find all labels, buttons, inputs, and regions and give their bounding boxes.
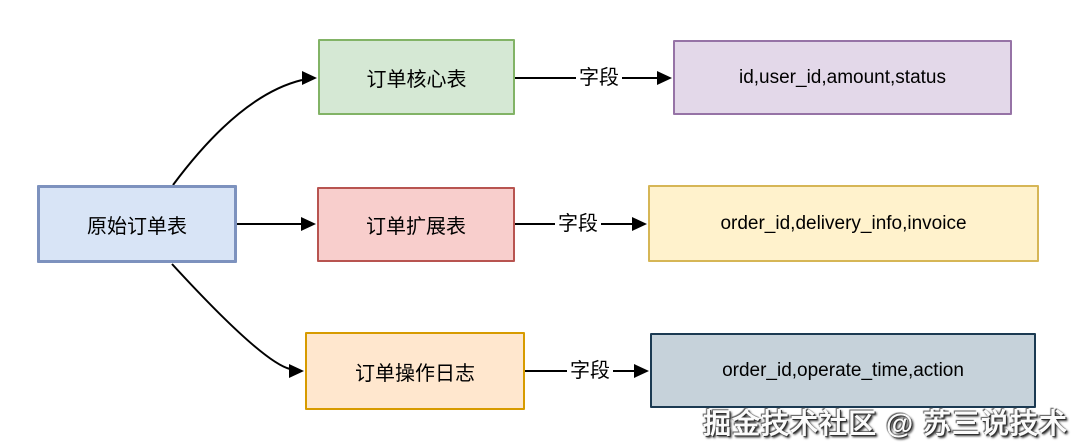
node-label: order_id,delivery_info,invoice xyxy=(720,212,967,234)
node-log-fields: order_id,operate_time,action xyxy=(650,333,1036,408)
node-original-order-table: 原始订单表 xyxy=(37,185,237,263)
node-order-operation-log: 订单操作日志 xyxy=(305,332,525,410)
arrowhead-log-fields xyxy=(634,364,649,378)
node-extension-fields: order_id,delivery_info,invoice xyxy=(648,185,1039,262)
arrowhead-extension-fields xyxy=(632,217,647,231)
edge-label-fields-1: 字段 xyxy=(555,212,601,236)
arrowhead-core xyxy=(302,71,317,85)
node-label: id,user_id,amount,status xyxy=(738,66,946,88)
node-label: 原始订单表 xyxy=(87,215,187,238)
edge-label-fields-2: 字段 xyxy=(567,359,613,383)
watermark-text: 掘金技术社区 @ 苏三说技术 xyxy=(703,408,1068,439)
node-order-extension-table: 订单扩展表 xyxy=(317,187,515,262)
node-label: order_id,operate_time,action xyxy=(722,359,964,381)
arrowhead-core-fields xyxy=(657,71,672,85)
arrowhead-extension xyxy=(301,217,316,231)
node-core-fields: id,user_id,amount,status xyxy=(673,40,1012,115)
node-label: 订单核心表 xyxy=(366,68,467,91)
node-label: 订单操作日志 xyxy=(355,362,475,385)
edge-label-fields-0: 字段 xyxy=(576,66,622,90)
arrowhead-log xyxy=(289,364,304,378)
node-label: 订单扩展表 xyxy=(366,216,466,238)
edge-source-to-core xyxy=(172,79,303,186)
node-order-core-table: 订单核心表 xyxy=(318,39,515,115)
edge-source-to-log xyxy=(171,263,291,370)
